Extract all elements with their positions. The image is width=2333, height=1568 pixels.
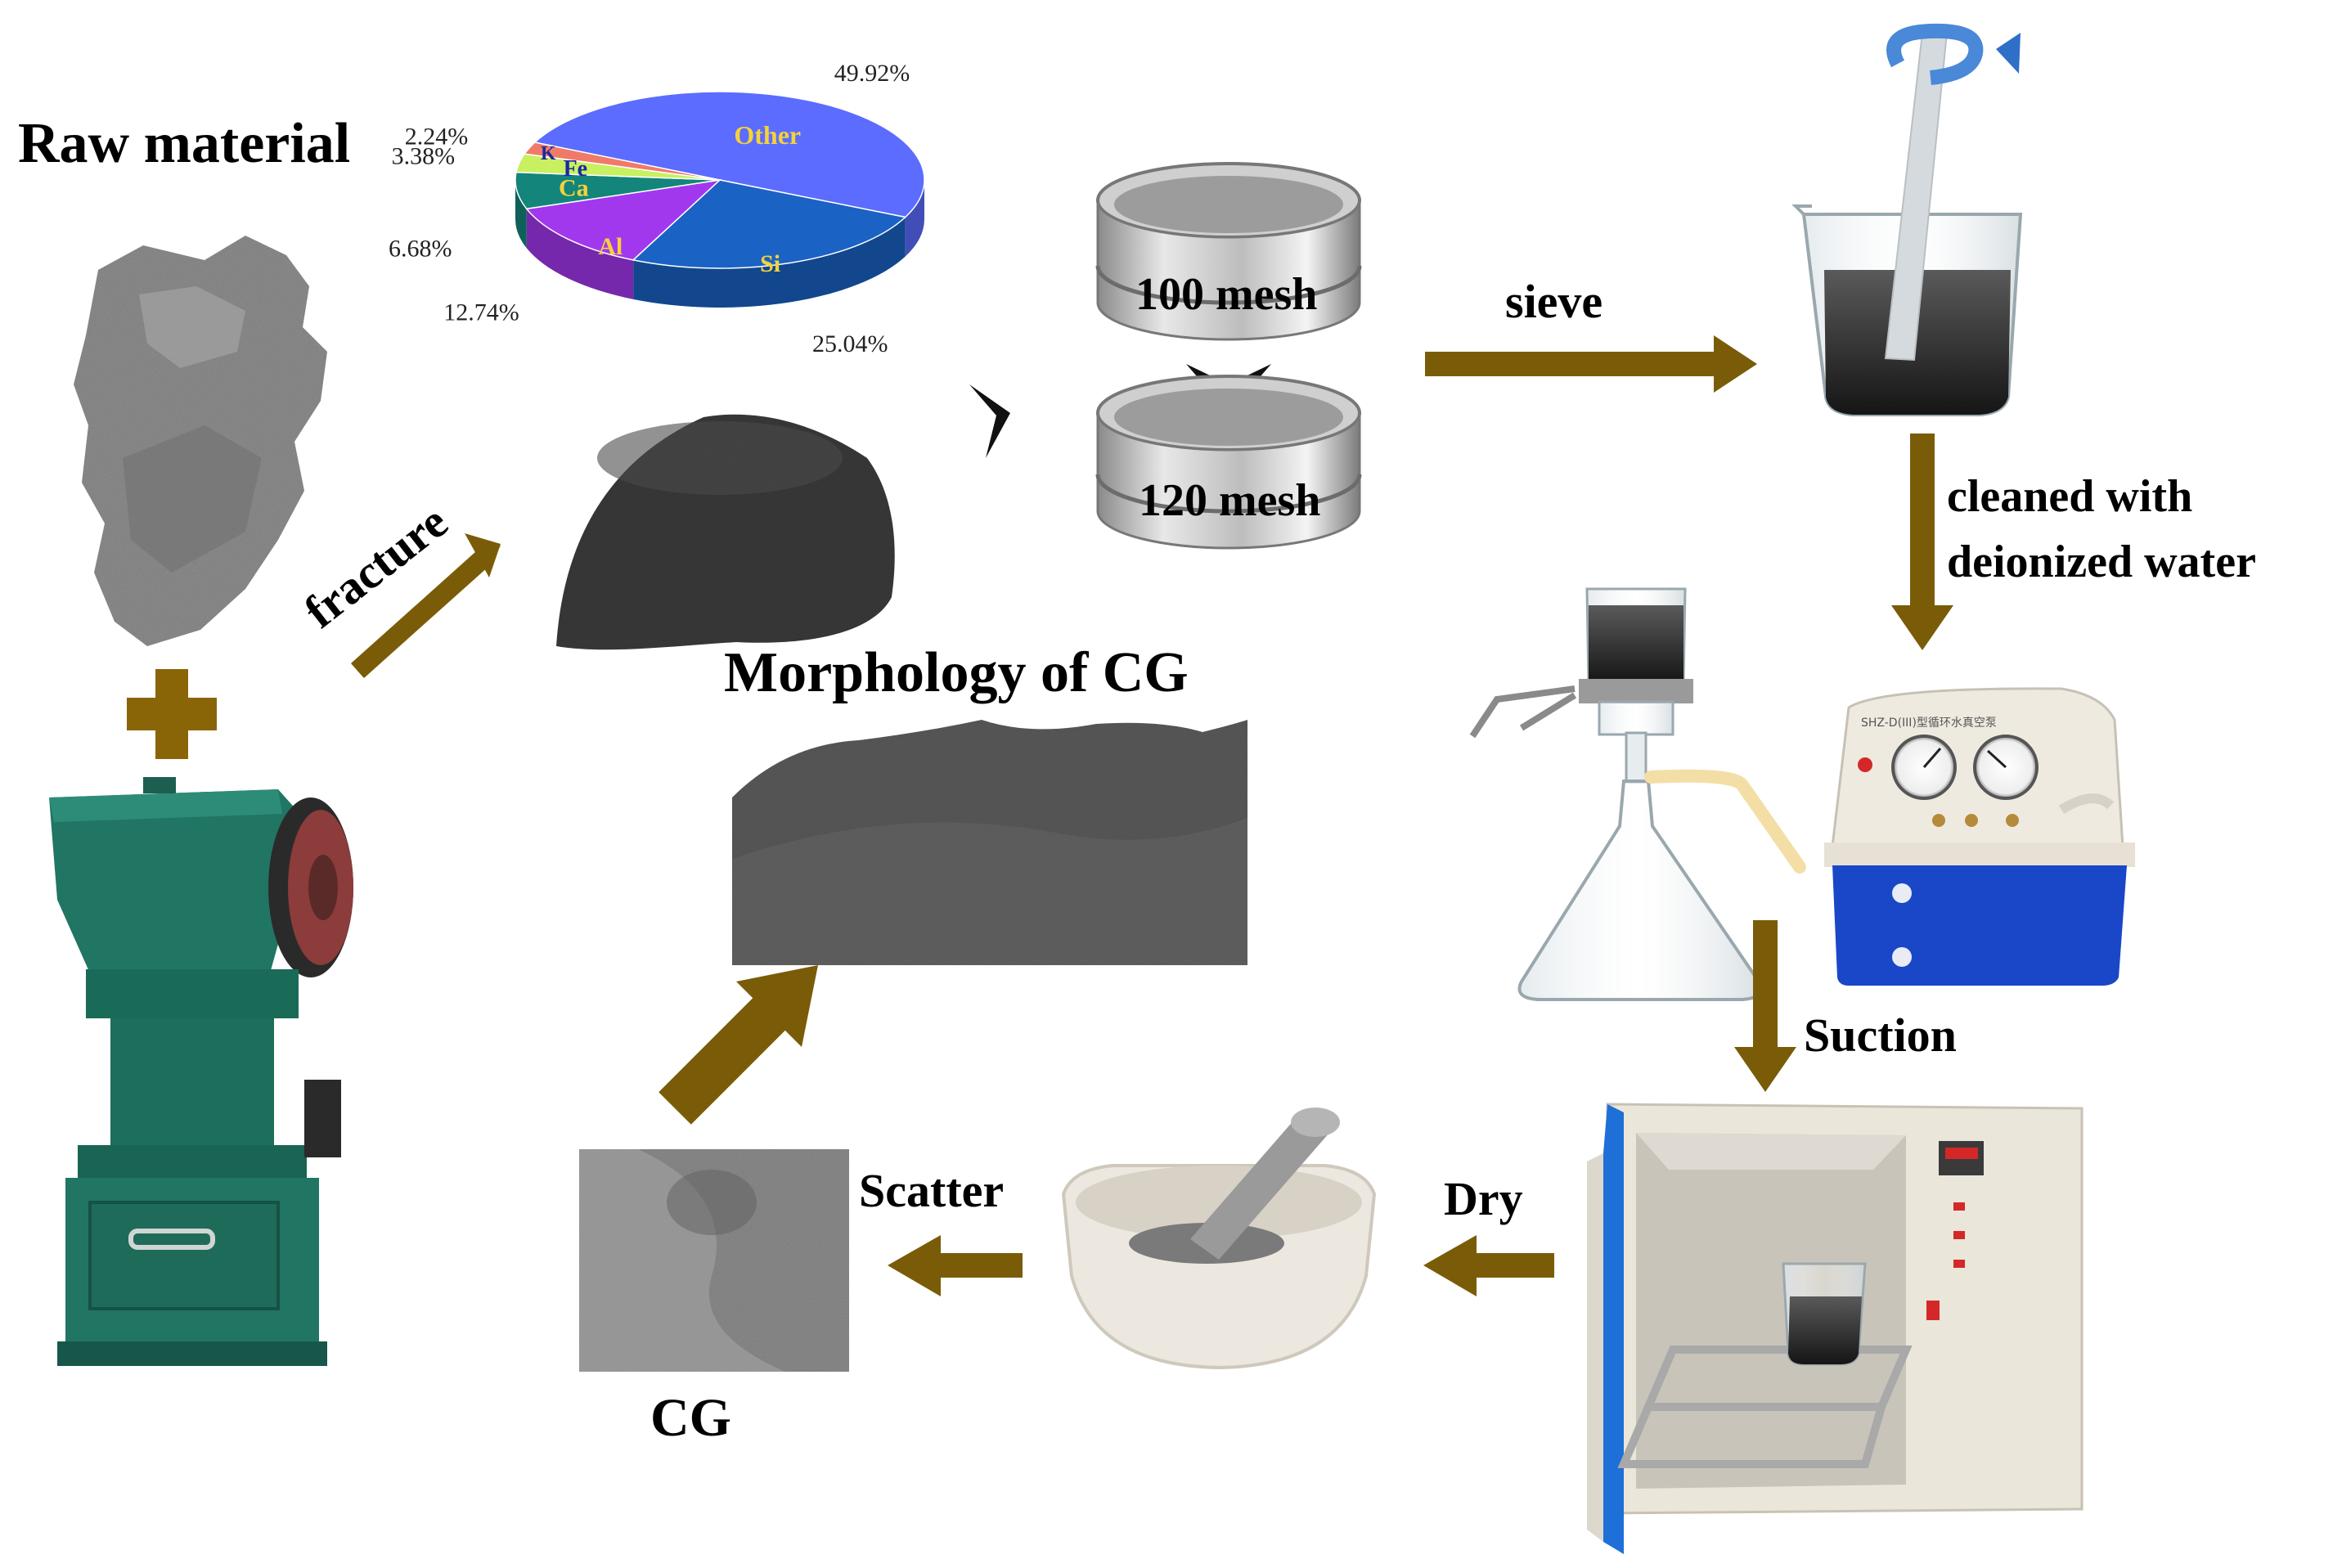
dry-label: Dry	[1444, 1172, 1523, 1225]
pie-value-si: 25.04%	[812, 330, 888, 357]
sieve-arrow	[1425, 335, 1757, 393]
scatter-label: Scatter	[859, 1164, 1004, 1217]
cg-label: CG	[650, 1388, 731, 1448]
pie-label-other: Other	[734, 120, 801, 150]
suction-arrow	[1734, 920, 1796, 1092]
mortar-pestle-image	[1061, 1107, 1377, 1370]
dry-arrow	[1423, 1235, 1554, 1296]
raw-material-image	[74, 236, 327, 646]
sieve-label: sieve	[1505, 275, 1603, 328]
pie-value-fe: 3.38%	[392, 143, 456, 170]
scatter-arrow	[888, 1235, 1023, 1296]
sieve-100-image	[1095, 162, 1362, 341]
pie-slice-other	[533, 91, 925, 218]
ground-powder-image	[556, 414, 895, 650]
pie-value-other: 49.92%	[834, 60, 910, 87]
vacuum-pump-image: SHZ-D(III)型循环水真空泵	[1824, 687, 2135, 986]
drying-oven-image	[1587, 1103, 2084, 1554]
fracture-label: fracture	[294, 495, 457, 638]
raw-material-label: Raw material	[18, 112, 350, 175]
pie-label-si: Si	[760, 250, 780, 277]
pie-slice-al	[525, 178, 722, 261]
pie-label-k: K	[541, 143, 556, 164]
morphology-sem-image	[732, 720, 1247, 965]
pie-value-al: 12.74%	[443, 299, 519, 326]
cg-powder-image	[579, 1149, 849, 1372]
sieve-120-image	[1095, 375, 1362, 550]
cleaned-label-line1: cleaned with	[1947, 471, 2192, 522]
morphology-arrow	[659, 965, 818, 1125]
pie-side-si	[633, 217, 906, 308]
mesh-100-label: 100 mesh	[1135, 269, 1317, 320]
pie-value-ca: 6.68%	[389, 236, 452, 263]
fracture-arrow	[350, 533, 501, 678]
cleaned-label-line2: deionized water	[1947, 537, 2256, 587]
pie-slice-si	[632, 179, 907, 269]
pump-panel-text: SHZ-D(III)型循环水真空泵	[1861, 717, 1997, 730]
jaw-crusher-image	[49, 777, 353, 1366]
mesh-120-label: 120 mesh	[1139, 475, 1320, 526]
pie-value-k: 2.24%	[405, 124, 469, 151]
pie-slice-k	[523, 142, 721, 181]
pie-label-al: Al	[598, 233, 623, 260]
pie-label-fe: Fe	[564, 156, 588, 182]
plus-icon	[127, 669, 217, 759]
chevron-right-icon	[969, 384, 1010, 458]
cleaned-arrow	[1891, 434, 1953, 650]
suction-label: Suction	[1804, 1009, 1957, 1062]
morphology-label: Morphology of CG	[724, 641, 1189, 704]
pie-label-ca: Ca	[559, 175, 589, 202]
filtration-flask-image	[1469, 587, 1806, 1001]
beaker-stirring-image	[1791, 32, 2023, 416]
pie-side-ca	[515, 180, 527, 249]
rotation-arrow-icon	[1886, 23, 2021, 85]
